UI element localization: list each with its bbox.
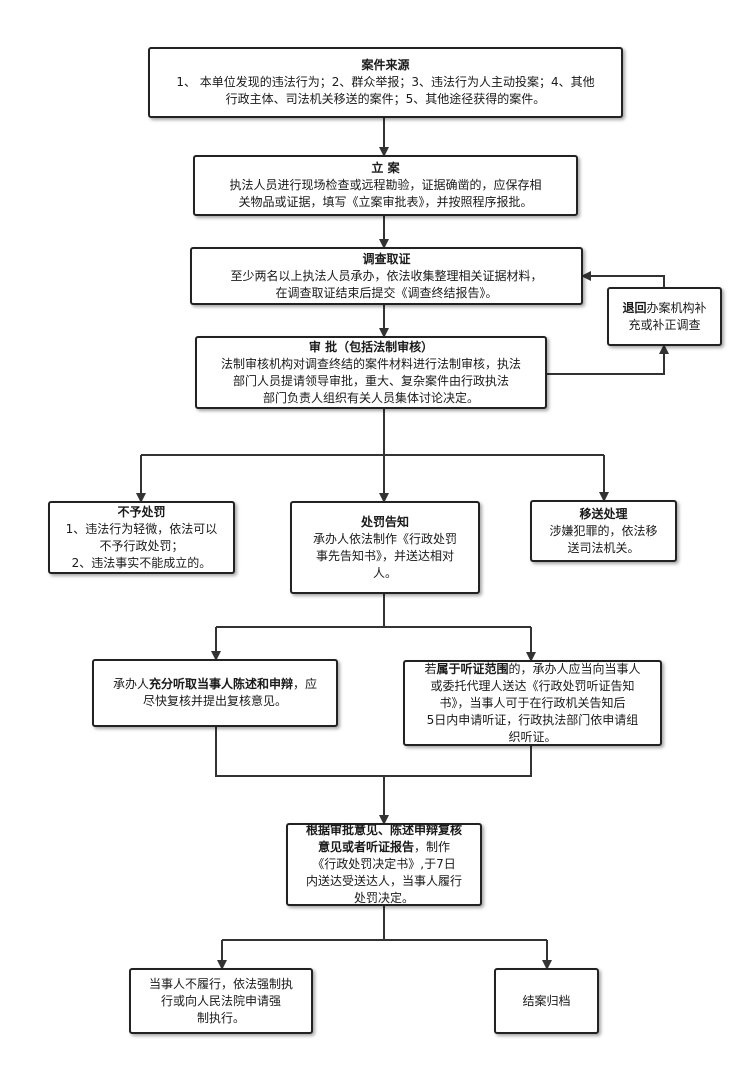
investigation-title: 调查取证 (362, 251, 411, 266)
enforcement-box: 当事人不履行，依法强制执 行或向人民法院申请强 制执行。 (129, 968, 313, 1034)
return-keyword: 退回 (622, 300, 647, 315)
closing-text: 结案归档 (522, 993, 571, 1008)
return-box: 退回办案机构补 充或补正调查 (607, 287, 722, 346)
no-penalty-line-1: 1、违法行为轻微，依法可以 (65, 521, 218, 536)
arrow-approval-to-return (547, 344, 669, 375)
transfer-title: 移送处理 (579, 506, 628, 521)
case-source-title: 案件来源 (361, 58, 410, 72)
no-penalty-line-2: 不予行政处罚； (99, 538, 184, 553)
return-text-2: 充或补正调查 (628, 317, 701, 332)
closing-box: 结案归档 (494, 968, 599, 1034)
hearing-statement-line-2: 尽快复核并提出复核意见。 (142, 694, 287, 708)
penalty-notice-line-2: 事先告知书》，并送达相对 (315, 548, 454, 563)
approval-box: 审 批（包括法制审核） 法制审核机构对调查终结的案件材料进行法制审核，执法 部门… (195, 336, 547, 409)
approval-line-3: 部门负责人组织有关人员集体讨论决定。 (262, 390, 479, 405)
case-source-box: 案件来源 1、 本单位发现的违法行为；2、群众举报；3、违法行为人主动投案；4、… (148, 47, 623, 118)
hearing-statement-keyword: 充分听取当事人陈述和申辩 (148, 677, 293, 691)
penalty-notice-box: 处罚告知 承办人依法制作《行政处罚 事先告知书》，并送达相对 人。 (290, 501, 480, 594)
enforcement-line-2: 行或向人民法院申请强 (160, 993, 281, 1008)
hearing-statement-line-1: 承办人充分听取当事人陈述和申辩，应 (113, 676, 317, 693)
arrow-return-to-investigation (581, 271, 665, 287)
return-line-1: 退回办案机构补 (622, 300, 706, 317)
branch-decision (222, 906, 547, 941)
decision-box: 根据审批意见、陈述申辩复核 意见或者听证报告，制作 《行政处罚决定书》,于7日 … (286, 823, 482, 906)
return-text-1: 办案机构补 (646, 300, 707, 315)
filing-line-2: 关物品或证据，填写《立案审批表》，并按照程序报批。 (238, 195, 533, 209)
decision-line-3: 《行政处罚决定书》,于7日 (312, 857, 456, 871)
hearing-scope-pre: 若 (424, 661, 437, 676)
filing-box: 立 案 执法人员进行现场检查或远程勘验，证据确凿的，应保存相 关物品或证据，填写… (193, 155, 578, 216)
transfer-box: 移送处理 涉嫌犯罪的，依法移 送司法机关。 (530, 500, 677, 562)
investigation-box: 调查取证 至少两名以上执法人员承办，依法收集整理相关证据材料， 在调查取证结束后… (190, 247, 583, 305)
decision-post: ，制作 (414, 840, 451, 854)
hearing-scope-keyword: 属于听证范围 (436, 661, 509, 676)
hearing-scope-post: 的，承办人应当向当事人 (508, 661, 641, 676)
decision-line-2: 意见或者听证报告，制作 (318, 839, 450, 856)
no-penalty-box: 不予处罚 1、违法行为轻微，依法可以 不予行政处罚； 2、违法事实不能成立的。 (48, 501, 235, 574)
transfer-line-1: 涉嫌犯罪的，依法移 (549, 523, 658, 538)
hearing-scope-line-5: 织听证。 (508, 729, 557, 744)
hearing-statement-box: 承办人充分听取当事人陈述和申辩，应 尽快复核并提出复核意见。 (92, 659, 338, 727)
branch-notice (216, 594, 531, 628)
filing-line-1: 执法人员进行现场检查或远程勘验，证据确凿的，应保存相 (229, 178, 542, 192)
hearing-scope-line-4: 5日内申请听证，行政执法部门依申请组 (426, 712, 639, 727)
merge-hearings (215, 727, 532, 777)
investigation-line-2: 在调查取证结束后提交《调查终结报告》。 (275, 285, 498, 300)
no-penalty-line-3: 2、违法事实不能成立的。 (71, 555, 212, 570)
penalty-notice-line-3: 人。 (372, 565, 397, 580)
enforcement-line-1: 当事人不履行，依法强制执 (148, 976, 293, 991)
enforcement-line-3: 制执行。 (196, 1010, 245, 1025)
approval-line-2: 部门人员提请领导审批，重大、复杂案件由行政执法 (232, 373, 509, 388)
decision-keyword-1: 根据审批意见、陈述申辩复核 (305, 823, 462, 837)
decision-line-5: 处罚决定。 (353, 891, 414, 905)
approval-title: 审 批（包括法制审核） (308, 339, 434, 354)
hearing-scope-box: 若属于听证范围的，承办人应当向当事人 或委托代理人送达《行政处罚听证告知 书》，… (403, 660, 662, 746)
case-source-line-2: 行政主体、司法机关移送的案件；5、其他途径获得的案件。 (225, 92, 546, 106)
hearing-scope-line-2: 或委托代理人送达《行政处罚听证告知 (430, 678, 635, 693)
investigation-line-1: 至少两名以上执法人员承办，依法收集整理相关证据材料， (230, 268, 543, 283)
filing-title: 立 案 (371, 161, 400, 175)
decision-keyword-2: 意见或者听证报告 (317, 840, 414, 854)
transfer-line-2: 送司法机关。 (567, 540, 640, 555)
approval-line-1: 法制审核机构对调查终结的案件材料进行法制审核，执法 (220, 356, 521, 371)
decision-line-1: 根据审批意见、陈述申辩复核 (306, 822, 462, 839)
hearing-statement-pre: 承办人 (112, 677, 149, 691)
hearing-scope-line-3: 书》，当事人可于在行政机关告知后 (439, 695, 626, 710)
decision-line-4: 内送达受送达人，当事人履行 (305, 874, 462, 888)
no-penalty-title: 不予处罚 (117, 504, 166, 519)
branch-approval (141, 409, 604, 456)
penalty-notice-line-1: 承办人依法制作《行政处罚 (312, 531, 457, 546)
penalty-notice-title: 处罚告知 (360, 514, 409, 529)
hearing-statement-post: ，应 (293, 677, 318, 691)
case-source-line-1: 1、 本单位发现的违法行为；2、群众举报；3、违法行为人主动投案；4、其他 (176, 75, 595, 89)
hearing-scope-line-1: 若属于听证范围的，承办人应当向当事人 (424, 661, 640, 678)
